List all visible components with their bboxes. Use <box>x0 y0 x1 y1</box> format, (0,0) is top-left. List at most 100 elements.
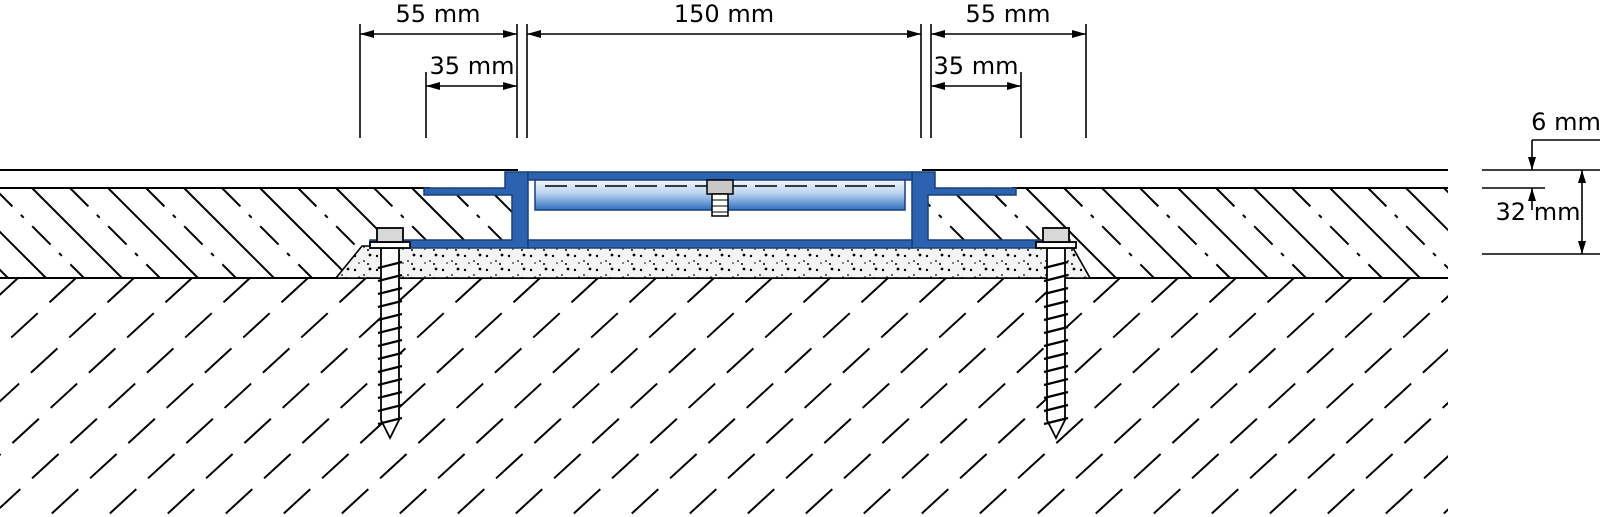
right-anchor-screw-icon <box>1035 227 1077 441</box>
hatch-line <box>1367 187 1448 270</box>
hatch-line <box>1323 401 1448 517</box>
floor-screed-layer <box>0 169 1448 278</box>
screw-thread <box>1043 416 1069 426</box>
hatch-line <box>1329 187 1421 278</box>
insert-bottom <box>527 239 913 249</box>
hatch-line <box>107 187 199 278</box>
dim-label-inner-left: 35 mm <box>430 52 515 80</box>
hatch-line <box>453 278 715 517</box>
insert-top <box>527 171 913 181</box>
hatch-line <box>1405 187 1448 232</box>
hatch-line <box>1439 508 1448 517</box>
hatch-line <box>0 192 85 278</box>
screw-thread <box>377 273 403 283</box>
hatch-line <box>279 278 541 517</box>
hatch-line <box>0 278 251 510</box>
hatch-line <box>569 278 831 517</box>
screw-thread <box>377 364 403 374</box>
screw-thread <box>377 390 403 400</box>
dimension-lines: 55 mm 35 mm 150 mm 55 mm 35 mm 6 mm 32 m… <box>359 0 1600 255</box>
hatch-line <box>1253 187 1345 278</box>
hatch-line <box>1149 278 1411 517</box>
hatch-line <box>743 278 1005 517</box>
screw-thread <box>377 286 403 296</box>
bedding-mortar <box>334 245 1092 279</box>
screw-thread <box>377 377 403 387</box>
dim-label-inner-right: 35 mm <box>934 52 1019 80</box>
hatch-line <box>1139 187 1231 278</box>
hatch-line <box>31 187 123 278</box>
hatch-line <box>627 278 889 517</box>
hatch-line <box>449 187 520 260</box>
screw-thread <box>377 260 403 270</box>
hatch-line <box>337 278 599 517</box>
hatch-line <box>1381 454 1448 517</box>
hatch-line <box>685 278 947 517</box>
hatch-line <box>1215 187 1307 278</box>
hatch-line <box>1498 278 1600 517</box>
hatch-line <box>1265 348 1448 517</box>
screw-thread <box>1043 403 1069 413</box>
hatch-line <box>511 278 773 517</box>
hatch-line <box>1025 187 1117 278</box>
hatch-line <box>221 187 313 278</box>
screw-thread <box>377 351 403 361</box>
concrete-substrate <box>0 277 1600 517</box>
screw-thread <box>1043 273 1069 283</box>
screw-thread <box>1043 312 1069 322</box>
screw-thread <box>1043 299 1069 309</box>
hatch-line <box>1101 187 1193 278</box>
screw-thread <box>377 299 403 309</box>
hatch-line <box>395 278 657 517</box>
hatch-line <box>1033 278 1295 517</box>
hatch-line <box>801 278 1063 517</box>
hatch-line <box>1091 278 1353 517</box>
left-anchor-screw-icon <box>369 227 411 441</box>
dim-label-total-height: 32 mm <box>1496 198 1581 226</box>
hatch-line <box>987 187 1079 278</box>
dim-label-center: 150 mm <box>674 0 774 28</box>
screw-thread <box>1043 351 1069 361</box>
hatch-line <box>259 187 351 278</box>
screw-thread <box>1043 286 1069 296</box>
hatch-line <box>373 187 465 278</box>
hatch-line <box>859 278 1121 517</box>
hatch-line <box>1063 187 1155 278</box>
screw-head <box>376 227 404 243</box>
dim-label-outer-left: 55 mm <box>396 0 481 28</box>
hatch-line <box>0 230 47 278</box>
hatch-line <box>105 278 367 517</box>
center-bolt-icon <box>706 179 734 217</box>
hatch-line <box>0 278 77 350</box>
screw-thread <box>1043 390 1069 400</box>
screw-thread <box>1043 364 1069 374</box>
screw-thread <box>377 325 403 335</box>
hatch-line <box>1207 295 1448 517</box>
hatch-line <box>69 187 161 278</box>
hatch-line <box>145 187 237 278</box>
hatch-line <box>975 278 1237 517</box>
screw-thread <box>377 312 403 322</box>
screw-thread <box>377 338 403 348</box>
hatch-line <box>0 278 193 456</box>
screw-thread <box>377 416 403 426</box>
hatch-line <box>47 278 309 517</box>
joint-profile <box>369 171 1071 249</box>
hatch-line <box>487 187 520 222</box>
hatch-line <box>221 278 483 517</box>
hatch-line <box>1177 187 1269 278</box>
hatch-line <box>183 187 275 278</box>
dim-label-cover-height: 6 mm <box>1531 108 1600 136</box>
screw-thread <box>1043 325 1069 335</box>
screw-thread <box>1043 260 1069 270</box>
screw-head <box>1042 227 1070 243</box>
hatch-line <box>1291 187 1383 278</box>
hatch-line <box>0 278 135 403</box>
dim-label-outer-right: 55 mm <box>966 0 1051 28</box>
hatch-line <box>1556 278 1600 517</box>
screw-thread <box>1043 338 1069 348</box>
screw-thread <box>1043 377 1069 387</box>
hatch-line <box>297 187 389 278</box>
screw-thread <box>377 403 403 413</box>
